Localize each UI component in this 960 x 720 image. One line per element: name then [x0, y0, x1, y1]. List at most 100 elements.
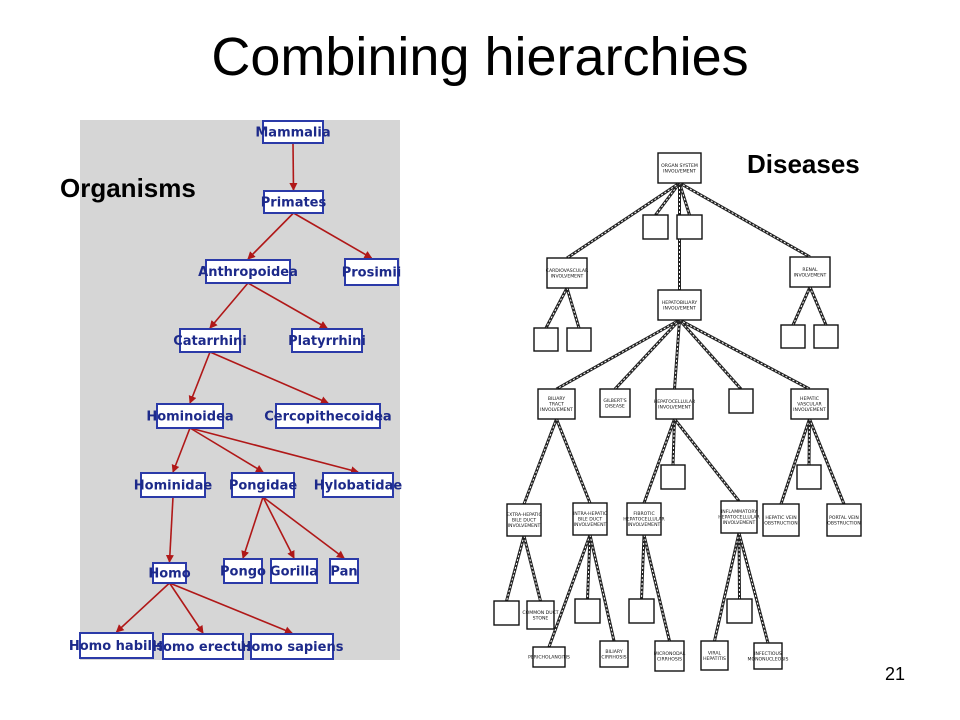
organism-edge [247, 282, 328, 329]
organism-node-homo: Homo [148, 562, 191, 584]
organism-edge [169, 582, 293, 635]
organism-node-label: Homo habilis [69, 639, 165, 654]
page-number: 21 [885, 664, 906, 684]
diseases-label: Diseases [747, 149, 860, 179]
organism-node-label: Hylobatidae [314, 479, 403, 494]
organism-node-gorilla: Gorilla [270, 558, 318, 584]
organism-node-label: Mammalia [255, 126, 330, 141]
disease-edge-hatch [674, 319, 680, 390]
disease-edge [613, 318, 681, 391]
disease-node-e3 [533, 327, 559, 352]
disease-node-e12 [628, 598, 655, 624]
organism-edge [262, 496, 295, 559]
disease-edge-hatch [566, 287, 580, 329]
organism-node-label: Anthropoidea [198, 265, 298, 280]
organism-node-label: Gorilla [270, 565, 318, 580]
organism-node-mammalia: Mammalia [255, 120, 331, 144]
organism-node-label: Pongo [220, 565, 266, 580]
organism-edge [171, 427, 191, 473]
disease-node-e2 [676, 214, 703, 240]
organism-node-label: Hominidae [134, 479, 213, 494]
disease-node-e8 [660, 464, 686, 490]
disease-edge-hatch [679, 182, 811, 258]
disease-edge [673, 319, 681, 390]
organism-node-label: Pongidae [229, 479, 298, 494]
disease-edge-hatch [545, 287, 568, 329]
disease-edge [544, 287, 569, 329]
organism-node-hominoidea: Hominoidea [146, 403, 234, 429]
disease-node-e7 [728, 388, 754, 414]
disease-edge-hatch [641, 534, 645, 600]
organism-node-label: Catarrhini [173, 334, 247, 349]
organism-edge [168, 582, 204, 634]
organism-edge [165, 496, 174, 563]
disease-node-e1 [642, 214, 669, 240]
disease-edge-hatch [809, 418, 845, 505]
organism-node-primates: Primates [261, 190, 327, 214]
organism-node-homo_habilis: Homo habilis [69, 632, 165, 659]
organism-node-pongo: Pongo [220, 558, 266, 584]
organism-edge [293, 212, 373, 259]
organism-node-pongidae: Pongidae [229, 472, 298, 498]
organism-edge [289, 142, 298, 191]
organism-edge [188, 351, 211, 404]
organism-node-label: Prosimii [342, 266, 402, 281]
disease-edge [588, 534, 616, 642]
organism-node-anthropoidea: Anthropoidea [198, 259, 298, 284]
disease-edge [642, 534, 671, 642]
disease-node-e10 [493, 600, 520, 626]
organism-edge [189, 427, 264, 473]
disease-edge-hatch [655, 182, 680, 216]
organism-node-homo_erectus: Homo erectus [152, 633, 254, 660]
disease-edge-hatch [587, 534, 591, 600]
disease-node-e11 [574, 598, 601, 624]
organism-node-label: Pan [330, 565, 357, 580]
disease-edge-hatch [674, 418, 740, 502]
disease-edge [671, 418, 676, 466]
organism-node-hominidae: Hominidae [134, 472, 213, 498]
disease-edge-hatch [523, 418, 557, 505]
organism-node-label: Cercopithecoidea [264, 410, 391, 425]
disease-edge-hatch [679, 319, 742, 390]
disease-edge-hatch [738, 532, 740, 600]
organism-node-platyrrhini: Platyrrhini [288, 328, 366, 353]
organism-node-catarrhini: Catarrhini [173, 328, 247, 353]
disease-edge-hatch [679, 182, 690, 216]
disease-node-pericho: PERICHOLANGITIS [528, 646, 570, 668]
organisms-label: Organisms [60, 173, 196, 203]
disease-node-e5 [780, 324, 806, 349]
organism-node-label: Hominoidea [146, 410, 233, 425]
organism-edge [247, 212, 295, 260]
organism-node-cercopithecoidea: Cercopithecoidea [264, 403, 392, 429]
disease-edge-hatch [792, 286, 811, 326]
disease-node-e4 [566, 327, 592, 352]
disease-edge [807, 418, 811, 466]
organism-node-label: Homo [148, 567, 190, 582]
organism-node-label: Platyrrhini [288, 334, 366, 349]
